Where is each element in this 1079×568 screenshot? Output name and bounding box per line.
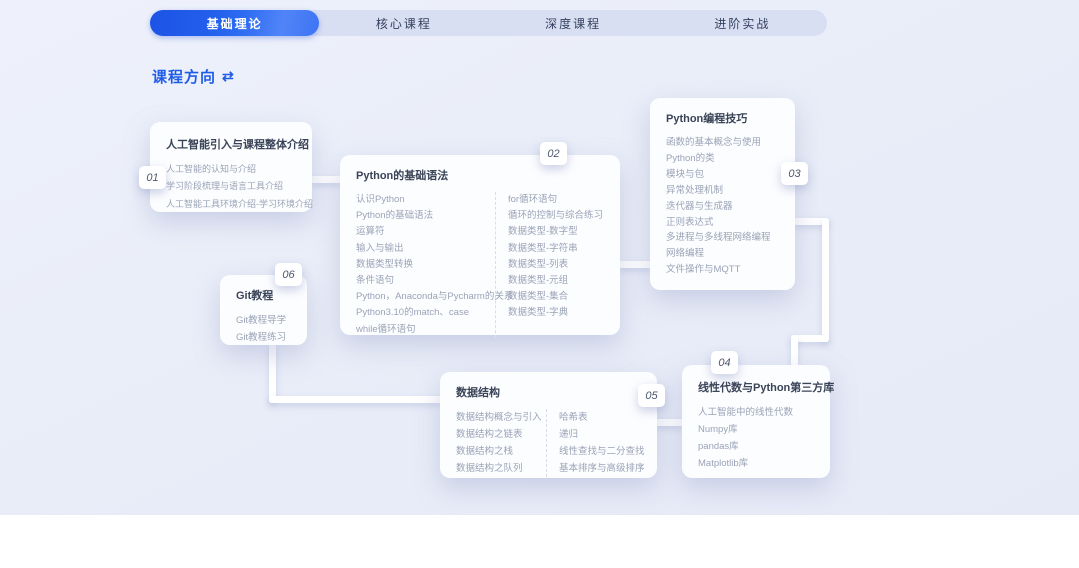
lesson-item: 多进程与多线程网络编程 <box>666 232 771 244</box>
card-number-badge: 03 <box>781 162 808 185</box>
tab-core-course[interactable]: 核心课程 <box>375 16 432 31</box>
course-level-tabbar: 基础理论 核心课程 深度课程 进阶实战 <box>150 10 827 36</box>
lesson-item: 循环的控制与综合练习 <box>508 210 604 222</box>
card-number-badge: 06 <box>275 263 302 286</box>
lesson-item: 数据结构之栈 <box>456 446 514 457</box>
connector-03-04-vertical <box>822 218 829 342</box>
lesson-item: 基本排序与高级排序 <box>559 463 645 474</box>
swap-direction-icon[interactable]: ⇄ <box>222 68 235 84</box>
lesson-item: 递归 <box>559 429 579 440</box>
card-git-tutorial[interactable]: Git教程 Git教程导学 Git教程练习 <box>220 275 307 345</box>
lesson-item: 文件操作与MQTT <box>666 264 741 276</box>
card-linear-algebra-libs[interactable]: 线性代数与Python第三方库 人工智能中的线性代数 Numpy库 pandas库 M… <box>682 365 835 478</box>
lesson-item: Python的基础语法 <box>356 210 434 222</box>
lesson-item: Python，Anaconda与Pycharm的关系 <box>356 291 514 303</box>
lesson-list: Git教程导学 Git教程练习 <box>236 312 295 346</box>
card-title: Python的基础语法 <box>356 170 449 182</box>
lesson-list-right: for循环语句循环的控制与综合练习数据类型-数字型数据类型-字符串数据类型-列表… <box>495 192 603 338</box>
lesson-item: Numpy库 <box>698 424 738 435</box>
connector-03-04-top <box>793 218 829 225</box>
connector-01-02 <box>310 176 342 183</box>
card-title: Python编程技巧 <box>666 113 748 125</box>
lesson-item: 人工智能中的线性代数 <box>698 407 794 418</box>
lesson-list: 人工智能中的线性代数 Numpy库 pandas库 Matplotlib库 <box>698 404 818 472</box>
card-title: 线性代数与Python第三方库 <box>698 382 835 394</box>
lesson-item: 模块与包 <box>666 168 705 180</box>
lesson-item: Git教程导学 <box>236 315 287 326</box>
lesson-item: Matplotlib库 <box>698 458 749 469</box>
lesson-item: 数据类型-集合 <box>508 291 569 303</box>
card-number-badge: 05 <box>638 384 665 407</box>
lesson-item: for循环语句 <box>508 194 558 205</box>
tab-deep-course[interactable]: 深度课程 <box>545 16 602 31</box>
connector-04-05 <box>653 419 684 426</box>
lesson-list-left: 数据结构概念与引入数据结构之链表数据结构之栈数据结构之队列 <box>456 409 546 477</box>
footer-whitespace <box>0 515 1079 568</box>
lesson-item: 人工智能工具环境介绍-学习环境介绍 <box>166 198 313 209</box>
card-python-skills[interactable]: Python编程技巧 函数的基本概念与使用 Python的类模块与包异常处理机制迭… <box>650 98 795 290</box>
lesson-list-right: 哈希表递归线性查找与二分查找基本排序与高级排序 <box>546 409 645 477</box>
lesson-item: Python3.10的match、case <box>356 307 470 319</box>
lesson-columns: 数据结构概念与引入数据结构之链表数据结构之栈数据结构之队列 哈希表递归线性查找与… <box>456 409 645 477</box>
tab-advanced-practice[interactable]: 进阶实战 <box>714 16 771 31</box>
connector-03-04-bottom <box>791 335 829 342</box>
lesson-item: 认识Python <box>356 194 405 205</box>
lesson-item: 数据类型-列表 <box>508 258 569 270</box>
lesson-item: 数据类型-数字型 <box>508 226 578 238</box>
tab-basic-theory[interactable]: 基础理论 <box>150 10 320 36</box>
lesson-item: 数据类型-元组 <box>508 275 569 287</box>
lesson-item: 数据类型-字符串 <box>508 242 578 254</box>
lesson-item: 迭代器与生成器 <box>666 200 733 212</box>
lesson-item: 学习阶段梳理与语言工具介绍 <box>166 181 284 192</box>
lesson-item: while循环语句 <box>356 323 416 335</box>
lesson-item: 输入与输出 <box>356 242 404 254</box>
connector-05-06-vertical <box>269 343 276 403</box>
lesson-item: 线性查找与二分查找 <box>559 446 645 457</box>
lesson-item: 网络编程 <box>666 248 705 260</box>
page-title: 课程方向 <box>152 69 217 86</box>
lesson-item: 运算符 <box>356 226 385 238</box>
lesson-list: 函数的基本概念与使用 Python的类模块与包异常处理机制迭代器与生成器正则表达式… <box>666 135 783 278</box>
lesson-item: 人工智能的认知与介绍 <box>166 164 257 174</box>
lesson-item: 数据结构之队列 <box>456 463 523 474</box>
lesson-item: 条件语句 <box>356 275 395 287</box>
card-ai-intro[interactable]: 人工智能引入与课程整体介绍 人工智能的认知与介绍学习阶段梳理与语言工具介绍人工智… <box>150 122 313 213</box>
connector-03-04-drop <box>791 335 798 367</box>
lesson-item: pandas库 <box>698 441 739 452</box>
card-number-badge: 02 <box>540 142 567 165</box>
lesson-item: 异常处理机制 <box>666 184 724 196</box>
lesson-item: Git教程练习 <box>236 332 287 343</box>
connector-02-03 <box>618 261 652 268</box>
lesson-item: 数据结构概念与引入 <box>456 412 542 423</box>
card-number-badge: 04 <box>711 351 738 374</box>
lesson-item: 数据类型转换 <box>356 258 414 270</box>
lesson-item: 数据类型-字典 <box>508 307 569 319</box>
lesson-item: Python的类 <box>666 152 715 164</box>
card-title: 数据结构 <box>456 387 500 399</box>
card-title: 人工智能引入与课程整体介绍 <box>166 139 309 151</box>
lesson-item: 函数的基本概念与使用 <box>666 137 762 148</box>
card-data-structure[interactable]: 数据结构 数据结构概念与引入数据结构之链表数据结构之栈数据结构之队列 哈希表递归… <box>440 372 657 478</box>
lesson-item: 数据结构之链表 <box>456 429 523 440</box>
lesson-list: 人工智能的认知与介绍学习阶段梳理与语言工具介绍人工智能工具环境介绍-学习环境介绍 <box>166 161 313 213</box>
section-title-row: 课程方向 ⇄ <box>152 66 235 87</box>
lesson-item: 正则表达式 <box>666 216 714 228</box>
card-number-badge: 01 <box>139 166 166 189</box>
connector-05-06-horizontal <box>269 396 442 403</box>
lesson-item: 哈希表 <box>559 412 588 423</box>
card-title: Git教程 <box>236 290 274 302</box>
